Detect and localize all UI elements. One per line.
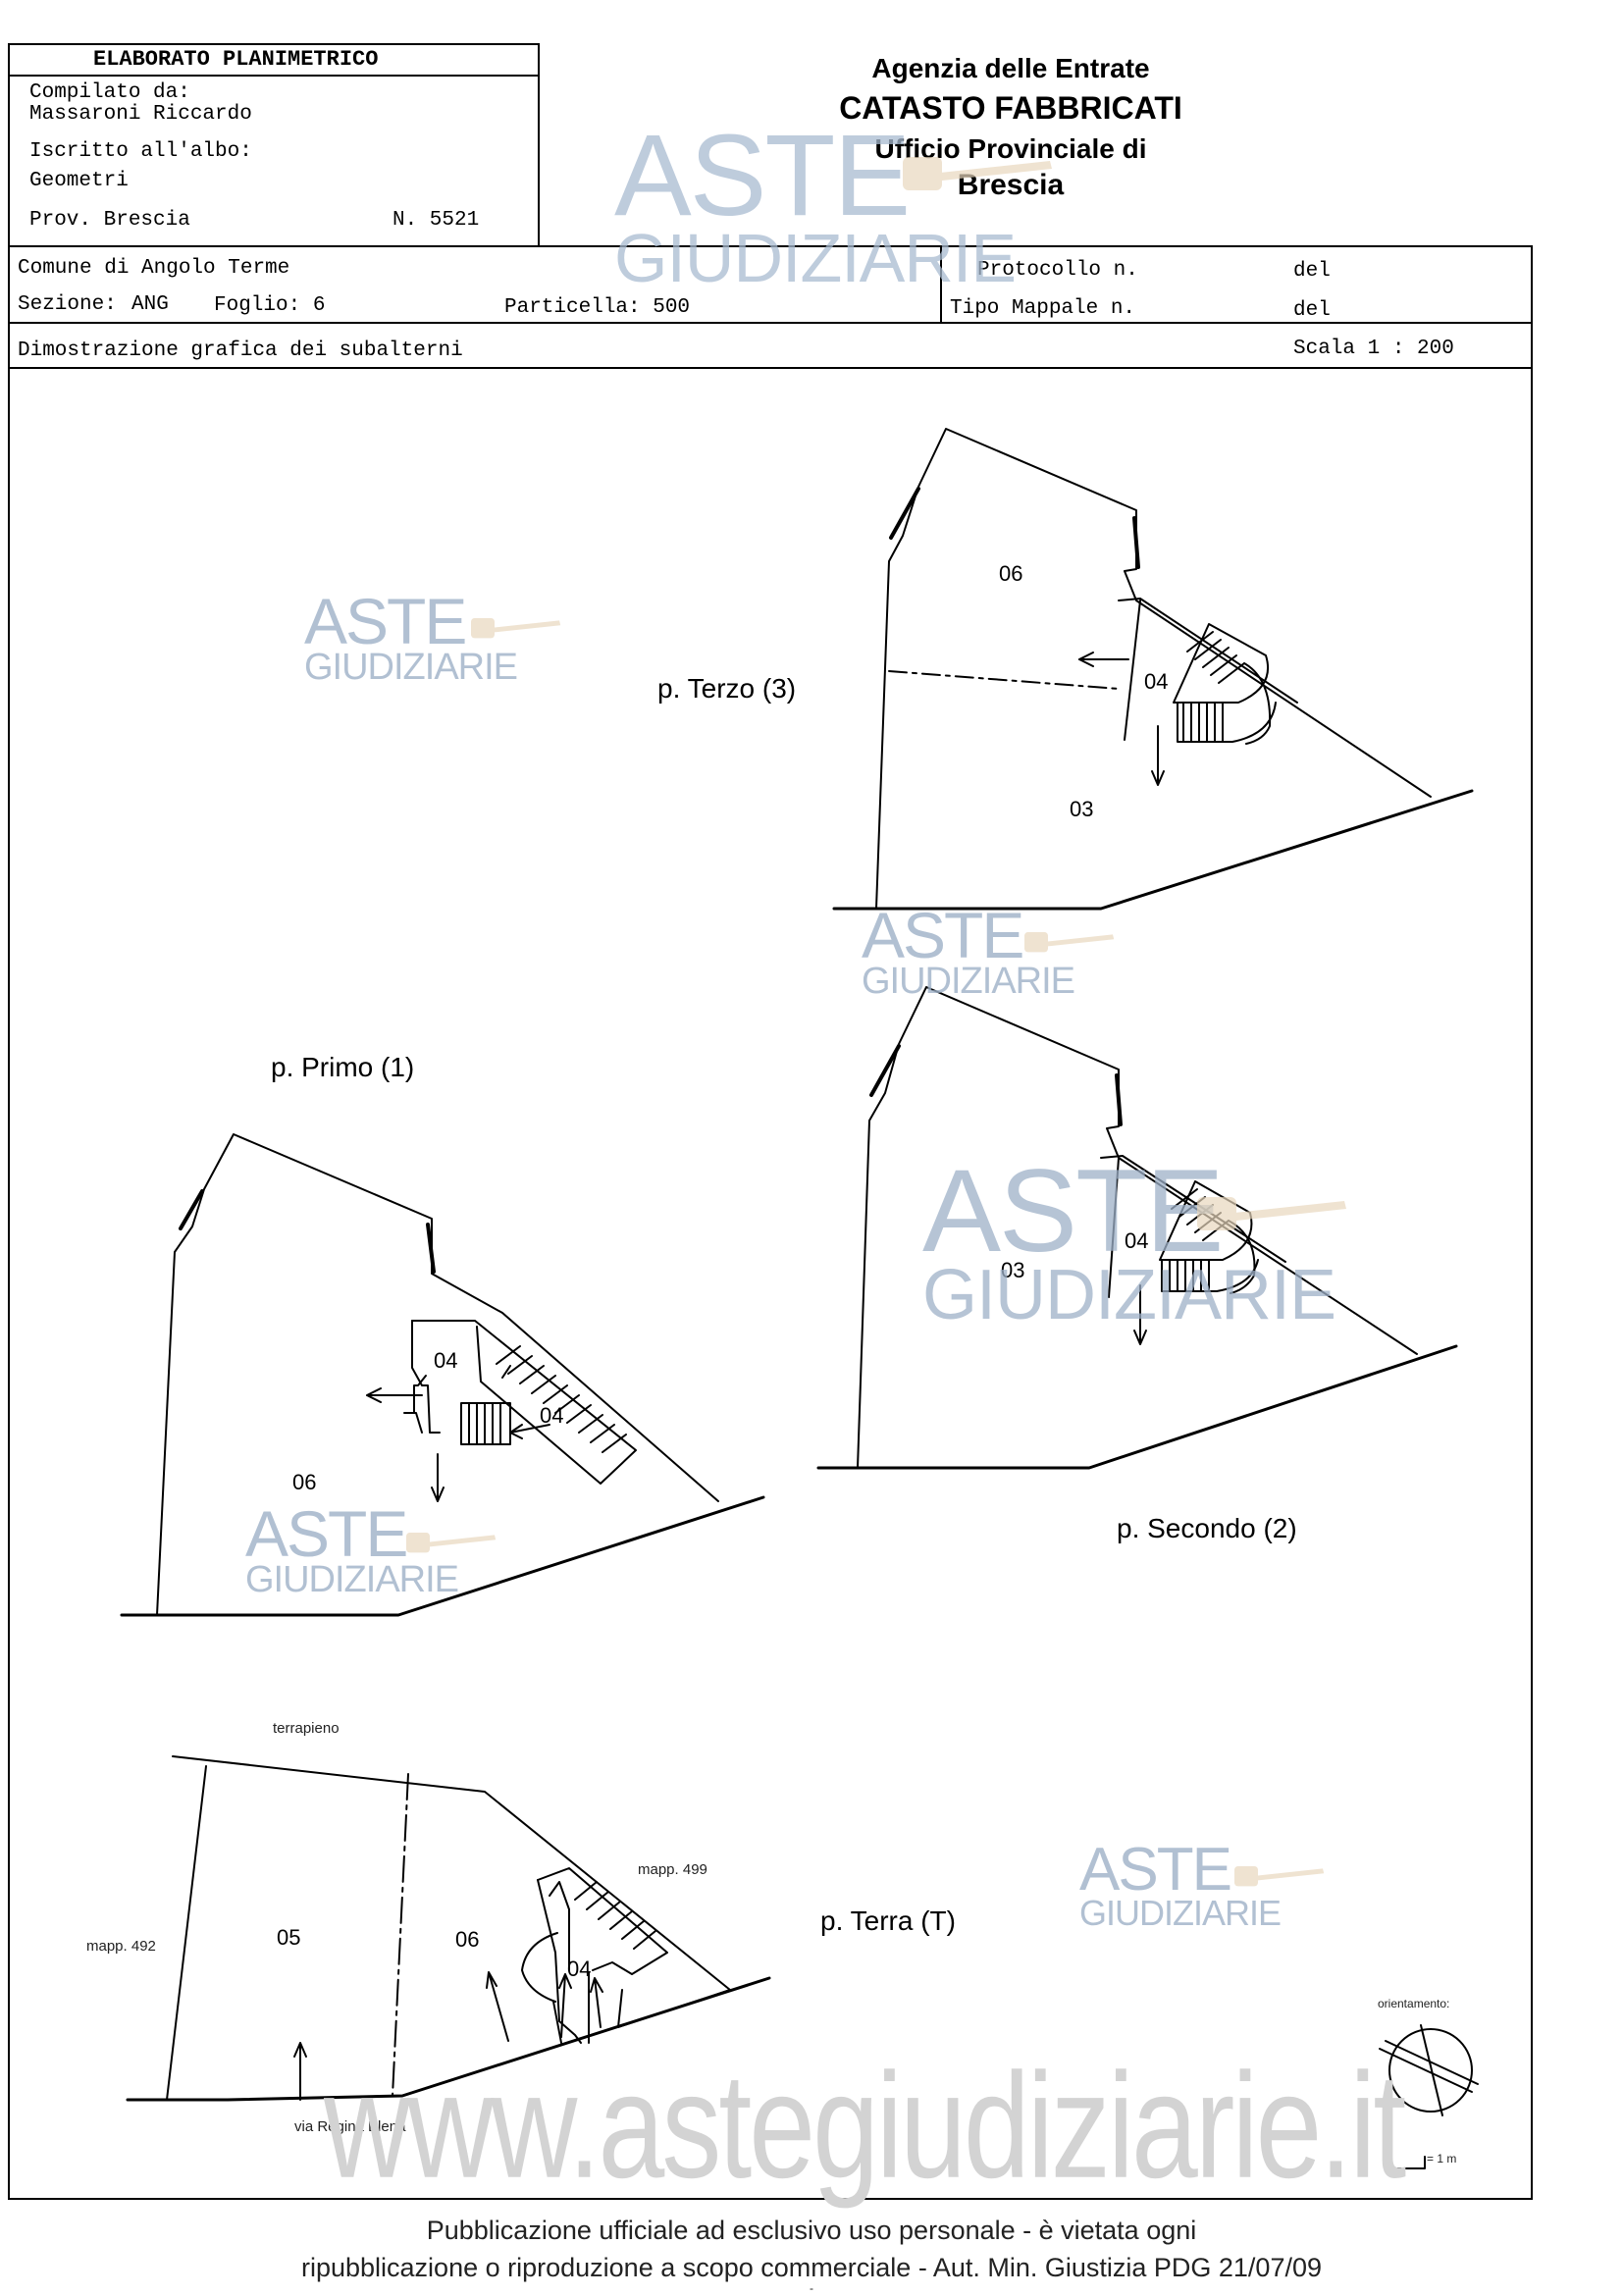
gavel-icon: [1024, 932, 1115, 953]
unit-terzo-06: 06: [999, 561, 1023, 586]
plan-terra: [126, 1755, 771, 2102]
info-divider: [940, 245, 942, 324]
sezione-label: Sezione:: [18, 293, 117, 316]
watermark-aste: ASTE: [304, 585, 467, 657]
watermark-aste: ASTE: [1079, 1836, 1232, 1904]
watermark-giudiziarie: GIUDIZIARIE: [304, 647, 518, 689]
unit-primo-04a: 04: [434, 1348, 458, 1373]
gavel-icon: [903, 157, 1052, 190]
compiled-by-label: Compilato da:: [29, 81, 190, 104]
unit-primo-04b: 04: [540, 1403, 564, 1428]
scale-bar: [1387, 2156, 1426, 2169]
registered-label: Iscritto all'albo:: [29, 140, 252, 163]
unit-secondo-04: 04: [1125, 1228, 1149, 1253]
footer-line-1: Pubblicazione ufficiale ad esclusivo uso…: [426, 2216, 1197, 2245]
mapp-499-label: mapp. 499: [638, 1861, 707, 1878]
unit-terra-06: 06: [455, 1927, 480, 1952]
mapp-492-label: mapp. 492: [86, 1938, 156, 1955]
drawing-frame: [8, 322, 1533, 2200]
scale-bar-label: = 1 m: [1427, 2152, 1457, 2166]
watermark-terzo: ASTE GIUDIZIARIE: [304, 585, 518, 689]
floor-label-terra: p. Terra (T): [820, 1905, 956, 1936]
scale: Scala 1 : 200: [1293, 338, 1454, 360]
particella: Particella: 500: [504, 296, 691, 319]
watermark-giudiziarie: GIUDIZIARIE: [1079, 1892, 1282, 1933]
agency-name: Agenzia delle Entrate: [871, 53, 1150, 83]
watermark-terra: ASTE GIUDIZIARIE: [1079, 1836, 1282, 1933]
gavel-icon: [406, 1533, 497, 1553]
registration-number: N. 5521: [393, 209, 480, 232]
tipo-mappale-del: del: [1293, 299, 1331, 322]
tipo-mappale: Tipo Mappale n.: [950, 297, 1136, 320]
watermark-site: www.astegiudiziarie.it: [324, 2042, 1406, 2210]
plan-terzo: [832, 428, 1474, 911]
registered-value: Geometri: [29, 170, 129, 192]
watermark-mid: ASTE GIUDIZIARIE: [862, 899, 1075, 1003]
document-title: ELABORATO PLANIMETRICO: [93, 47, 379, 72]
unit-terra-05: 05: [277, 1925, 301, 1950]
unit-terzo-03: 03: [1070, 797, 1094, 821]
plan-primo: [120, 1133, 765, 1617]
watermark-aste: ASTE: [862, 899, 1024, 971]
watermark-giudiziarie: GIUDIZIARIE: [862, 961, 1075, 1003]
floor-label-secondo: p. Secondo (2): [1117, 1513, 1297, 1543]
footer-line-2: ripubblicazione o riproduzione a scopo c…: [300, 2253, 1322, 2282]
watermark-giudiziarie: GIUDIZIARIE: [245, 1559, 459, 1601]
province: Prov. Brescia: [29, 209, 190, 232]
watermark-aste: ASTE: [614, 111, 911, 240]
unit-terra-04: 04: [567, 1957, 592, 1981]
gavel-icon: [471, 618, 561, 639]
header-title-divider: [8, 75, 540, 77]
watermark-aste: ASTE: [245, 1497, 408, 1570]
watermark-aste: ASTE: [922, 1145, 1224, 1277]
agency-department: CATASTO FABBRICATI: [839, 90, 1182, 126]
subtitle-divider: [8, 367, 1533, 369]
street-label: via Regina Elena: [294, 2118, 406, 2135]
orientation-compass: [1379, 2024, 1479, 2116]
unit-primo-06: 06: [292, 1470, 317, 1494]
gavel-icon: [1234, 1866, 1325, 1887]
foglio: Foglio: 6: [214, 294, 326, 317]
sezione-value: ANG: [131, 293, 169, 316]
compiled-by-name: Massaroni Riccardo: [29, 103, 252, 126]
watermark-giudiziarie: GIUDIZIARIE: [614, 220, 1017, 297]
protocollo-del: del: [1293, 260, 1331, 283]
watermark-header: ASTE GIUDIZIARIE: [614, 111, 1017, 297]
unit-secondo-03: 03: [1001, 1258, 1025, 1282]
terrapieno-label: terrapieno: [273, 1720, 340, 1737]
orientation-label: orientamento:: [1378, 1997, 1450, 2010]
comune: Comune di Angolo Terme: [18, 257, 290, 280]
floor-label-primo: p. Primo (1): [271, 1052, 415, 1082]
watermark-primo: ASTE GIUDIZIARIE: [245, 1497, 459, 1601]
unit-terzo-04: 04: [1144, 669, 1169, 694]
protocollo: Protocollo n.: [977, 259, 1138, 282]
footer-line-3: -: [810, 2281, 813, 2295]
floor-label-terzo: p. Terzo (3): [657, 673, 797, 704]
subtitle: Dimostrazione grafica dei subalterni: [18, 339, 463, 362]
gavel-icon: [1197, 1197, 1346, 1230]
watermark-giudiziarie: GIUDIZIARIE: [922, 1256, 1336, 1334]
watermark-secondo: ASTE GIUDIZIARIE: [922, 1145, 1336, 1334]
